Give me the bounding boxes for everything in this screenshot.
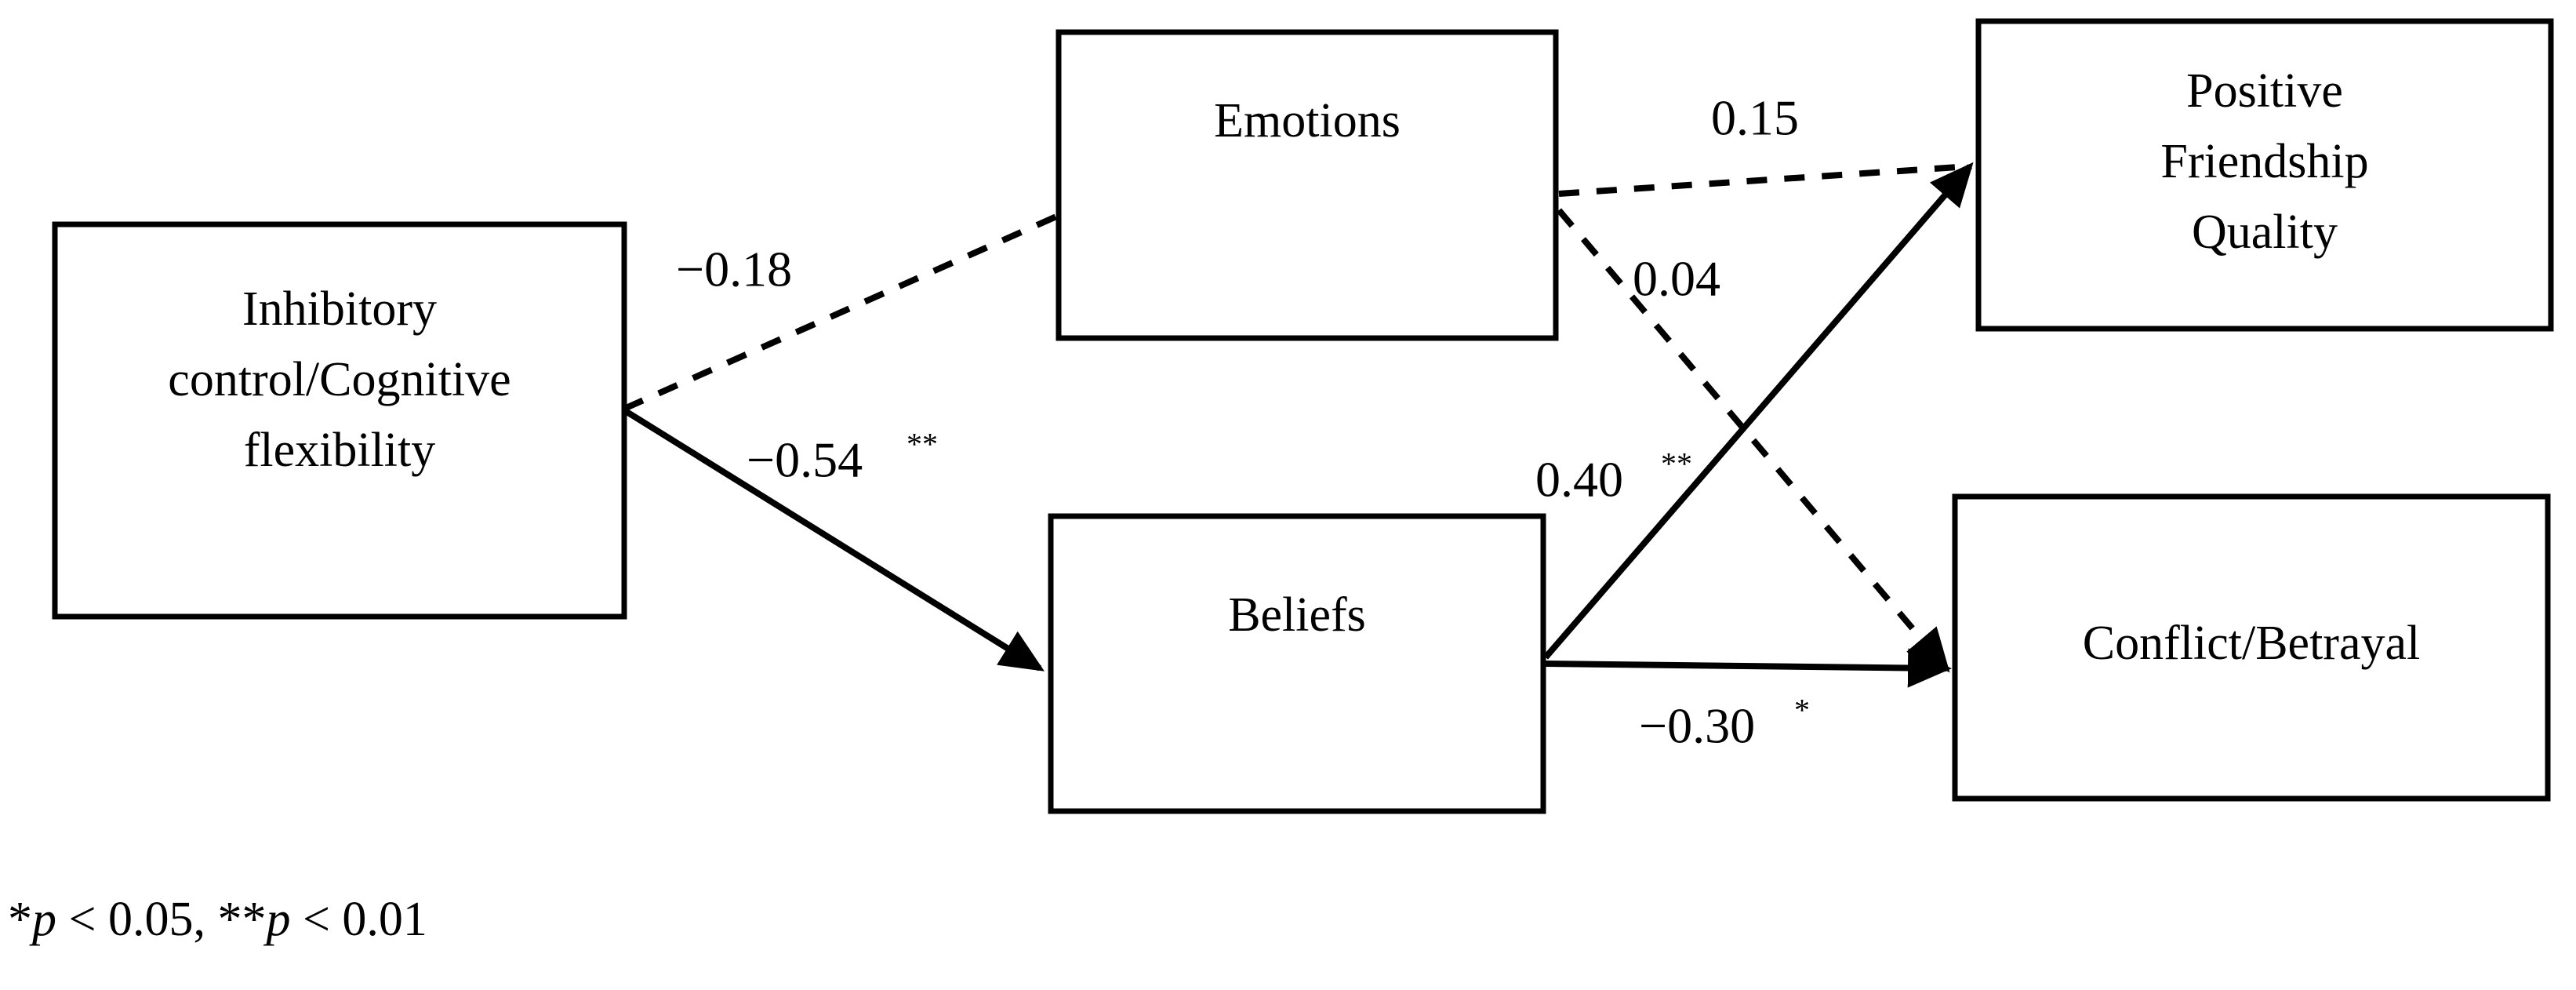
node-label-executive-function-line3: flexibility	[244, 424, 436, 477]
significance-footnote: *p < 0.05, **p < 0.01	[8, 893, 427, 946]
node-emotions: Emotions	[1055, 29, 1559, 341]
node-positive-friendship-quality: Positive Friendship Quality	[1975, 18, 2554, 332]
coef-label-ef-to-emotions: −0.18	[676, 242, 792, 297]
node-box-conflict-betrayal	[1952, 493, 2551, 802]
node-label-pfq-line1: Positive	[2186, 64, 2343, 118]
coef-value-ef-to-beliefs: −0.54	[747, 432, 863, 488]
footnote-p-italic-1: p	[32, 893, 56, 946]
path-beliefs-to-pfq	[1542, 162, 1974, 660]
footnote-p-italic-2: p	[266, 893, 291, 946]
node-label-executive-function-line1: Inhibitory	[242, 282, 437, 336]
path-ef-to-beliefs	[622, 407, 1045, 672]
coef-label-emotions-to-conflict: 0.04	[1633, 251, 1720, 307]
node-label-emotions: Emotions	[1214, 94, 1401, 147]
path-emotions-to-pfq	[1558, 163, 1971, 197]
node-label-conflict-betrayal: Conflict/Betrayal	[2083, 617, 2420, 670]
coef-value-beliefs-to-conflict: −0.30	[1639, 698, 1755, 754]
coef-label-beliefs-to-conflict: −0.30 *	[1639, 693, 1810, 754]
coef-value-beliefs-to-pfq: 0.40	[1535, 452, 1623, 508]
node-label-executive-function-line2: control/Cognitive	[168, 353, 510, 406]
footnote-condition-1: < 0.05,	[56, 893, 218, 946]
coef-stars-beliefs-to-pfq: **	[1661, 446, 1692, 482]
node-box-positive-friendship-quality	[1975, 18, 2554, 332]
coef-label-ef-to-beliefs: −0.54 **	[747, 427, 938, 488]
node-label-pfq-line3: Quality	[2192, 206, 2338, 259]
coef-stars-beliefs-to-conflict: *	[1794, 693, 1810, 728]
node-beliefs: Beliefs	[1048, 513, 1546, 814]
node-inhibitory-control-cognitive-flexibility: Inhibitory control/Cognitive flexibility	[52, 221, 627, 620]
node-box-executive-function	[52, 221, 627, 620]
node-conflict-betrayal: Conflict/Betrayal	[1952, 493, 2551, 802]
coef-label-beliefs-to-pfq: 0.40 **	[1535, 446, 1692, 508]
path-beliefs-to-conflict	[1545, 648, 1952, 688]
path-emotions-to-conflict	[1556, 208, 1950, 673]
coef-stars-ef-to-beliefs: **	[907, 427, 938, 462]
node-box-beliefs	[1048, 513, 1546, 814]
path-ef-to-emotions	[623, 213, 1058, 412]
footnote-condition-2: < 0.01	[290, 893, 427, 946]
node-label-pfq-line2: Friendship	[2160, 135, 2368, 188]
coef-label-emotions-to-pfq: 0.15	[1711, 90, 1799, 146]
node-box-emotions	[1055, 29, 1559, 341]
node-label-beliefs: Beliefs	[1228, 588, 1366, 642]
footnote-star-double: **	[217, 893, 267, 946]
footnote-star-single: *	[8, 893, 32, 946]
